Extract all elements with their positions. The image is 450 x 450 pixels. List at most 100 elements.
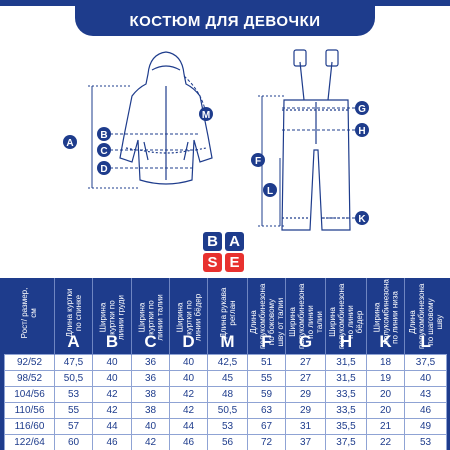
- size-cell: 104/56: [4, 385, 55, 403]
- measure-cell: 29: [285, 385, 326, 403]
- measure-cell: 40: [404, 369, 447, 387]
- size-cell: 110/56: [4, 401, 55, 419]
- column-header-label: Ширина куртки по линии груди: [98, 295, 126, 340]
- size-cell: 98/52: [4, 369, 55, 387]
- measure-cell: 46: [169, 433, 208, 450]
- measure-cell: 42: [92, 385, 132, 403]
- column-header-label: Длина полукомбинезона по боковому шву от…: [248, 283, 285, 349]
- measure-cell: 45: [207, 369, 248, 387]
- column-header-letter: G: [298, 331, 313, 351]
- measure-cell: 38: [131, 385, 170, 403]
- measure-cell: 29: [285, 401, 326, 419]
- measure-cell: 53: [54, 385, 93, 403]
- measure-cell: 18: [366, 353, 405, 371]
- measure-cell: 35,5: [325, 417, 367, 435]
- marker-m: M: [199, 107, 213, 121]
- svg-text:M: M: [202, 110, 210, 121]
- pants-sketch: [281, 49, 351, 231]
- jacket-sketch: [119, 51, 213, 185]
- measure-cell: 31,5: [325, 353, 367, 371]
- page-title: КОСТЮМ ДЛЯ ДЕВОЧКИ: [75, 6, 375, 36]
- measure-cell: 51: [247, 353, 286, 371]
- marker-l: L: [263, 183, 277, 197]
- measure-cell: 36: [131, 369, 170, 387]
- measure-cell: 31: [285, 417, 326, 435]
- measure-cell: 63: [247, 401, 286, 419]
- measure-cell: 46: [92, 433, 132, 450]
- size-cell: 116/60: [4, 417, 55, 435]
- marker-h: H: [355, 123, 369, 137]
- measure-cell: 42,5: [207, 353, 248, 371]
- column-header-letter: F: [261, 331, 272, 351]
- column-header-label: Длина полукомбинезона по шаговому шву: [407, 283, 444, 349]
- svg-text:G: G: [358, 104, 366, 115]
- measure-cell: 27: [285, 353, 326, 371]
- measure-cell: 44: [92, 417, 132, 435]
- column-header-label: Длина рукава реглан: [218, 287, 237, 339]
- column-header-label: Ширина полукомбинезона по линии бёдер: [328, 283, 364, 349]
- measure-cell: 55: [247, 369, 286, 387]
- svg-text:L: L: [267, 186, 273, 197]
- measure-cell: 49: [404, 417, 447, 435]
- column-header-letter: B: [105, 331, 119, 351]
- pants-measure-lines: [258, 95, 356, 227]
- measure-cell: 47,5: [54, 353, 93, 371]
- column-header-letter: D: [182, 331, 195, 351]
- measure-cell: 42: [92, 401, 132, 419]
- measure-cell: 59: [247, 385, 286, 403]
- svg-text:D: D: [100, 164, 107, 175]
- svg-text:K: K: [358, 214, 366, 225]
- logo-letter: A: [225, 232, 244, 251]
- size-cell: 92/52: [4, 353, 55, 371]
- measure-cell: 40: [92, 353, 132, 371]
- marker-b: B: [97, 127, 111, 141]
- logo-letter: E: [225, 253, 244, 272]
- measure-cell: 40: [169, 353, 208, 371]
- column-header-label: Ширина полукомбинезона по линии низа: [372, 279, 399, 345]
- column-header-label: Ширина куртки по линии талии: [137, 294, 164, 341]
- measure-cell: 40: [92, 369, 132, 387]
- measure-cell: 44: [169, 417, 208, 435]
- measure-cell: 22: [366, 433, 405, 450]
- column-header-label: Ширина полукомбинезона по линии талии: [287, 283, 324, 349]
- column-header-letter: K: [379, 331, 392, 351]
- measure-cell: 42: [169, 385, 208, 403]
- marker-g: G: [355, 101, 369, 115]
- column-header-letter: A: [67, 331, 80, 351]
- column-header-f: Длина полукомбинезона по боковому шву от…: [247, 278, 286, 354]
- measure-cell: 42: [169, 401, 208, 419]
- measure-cell: 33,5: [325, 401, 367, 419]
- measure-cell: 40: [131, 417, 170, 435]
- marker-c: C: [97, 143, 111, 157]
- measure-cell: 21: [366, 417, 405, 435]
- logo-letter: S: [203, 253, 222, 272]
- measure-cell: 57: [54, 417, 93, 435]
- svg-text:H: H: [358, 126, 365, 137]
- logo-letter: B: [203, 232, 222, 251]
- measure-cell: 55: [54, 401, 93, 419]
- measure-cell: 60: [54, 433, 93, 450]
- measure-cell: 37: [285, 433, 326, 450]
- marker-a: A: [63, 135, 77, 149]
- measure-cell: 37,5: [404, 353, 447, 371]
- measure-cell: 37,5: [325, 433, 367, 450]
- measure-cell: 19: [366, 369, 405, 387]
- svg-text:C: C: [100, 146, 107, 157]
- measure-cell: 33,5: [325, 385, 367, 403]
- measure-cell: 67: [247, 417, 286, 435]
- measure-cell: 50,5: [207, 401, 248, 419]
- marker-f: F: [251, 153, 265, 167]
- measure-cell: 53: [207, 417, 248, 435]
